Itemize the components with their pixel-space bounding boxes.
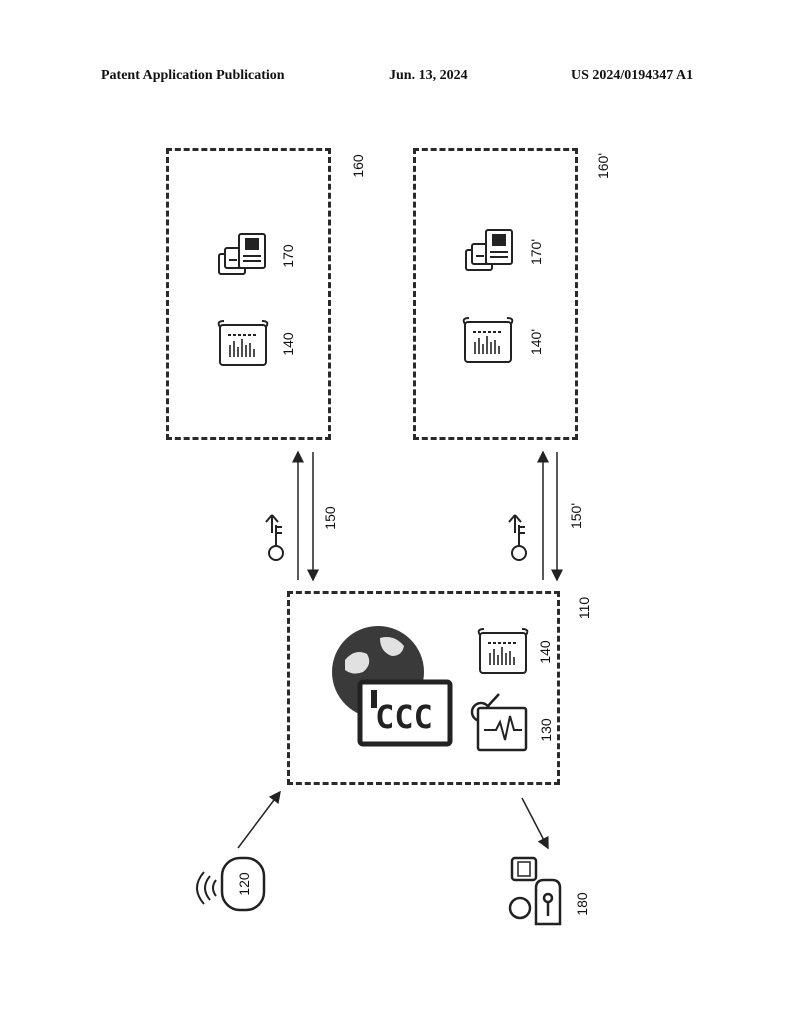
ref-150: 150 [322, 498, 338, 538]
ref-140-box160: 140 [280, 324, 296, 364]
id-cards-icon [466, 230, 512, 270]
medical-record-icon [464, 318, 513, 362]
monitor-display-text: CCC [375, 698, 433, 736]
ref-170-prime: 170' [528, 232, 544, 272]
ref-110: 110 [576, 588, 592, 628]
clinician-icon [510, 880, 560, 924]
ref-160: 160 [350, 146, 366, 186]
key-icon [509, 515, 526, 560]
arrow-120-to-110 [238, 792, 280, 848]
ref-140-main: 140 [537, 632, 553, 672]
ref-180: 180 [574, 884, 590, 924]
ref-140-prime: 140' [528, 322, 544, 362]
medical-record-icon [219, 321, 268, 365]
vital-signs-icon [472, 694, 526, 750]
id-cards-icon [219, 234, 265, 274]
arrow-110-to-180 [522, 798, 548, 848]
ref-120: 120 [236, 864, 252, 904]
ref-170: 170 [280, 236, 296, 276]
ref-130: 130 [538, 710, 554, 750]
key-icon [266, 515, 283, 560]
medical-record-icon [479, 629, 528, 673]
wearable-sensor-icon [197, 858, 264, 910]
phone-icon [512, 858, 536, 880]
ref-160-prime: 160' [595, 146, 611, 186]
ref-150-prime: 150' [568, 496, 584, 536]
